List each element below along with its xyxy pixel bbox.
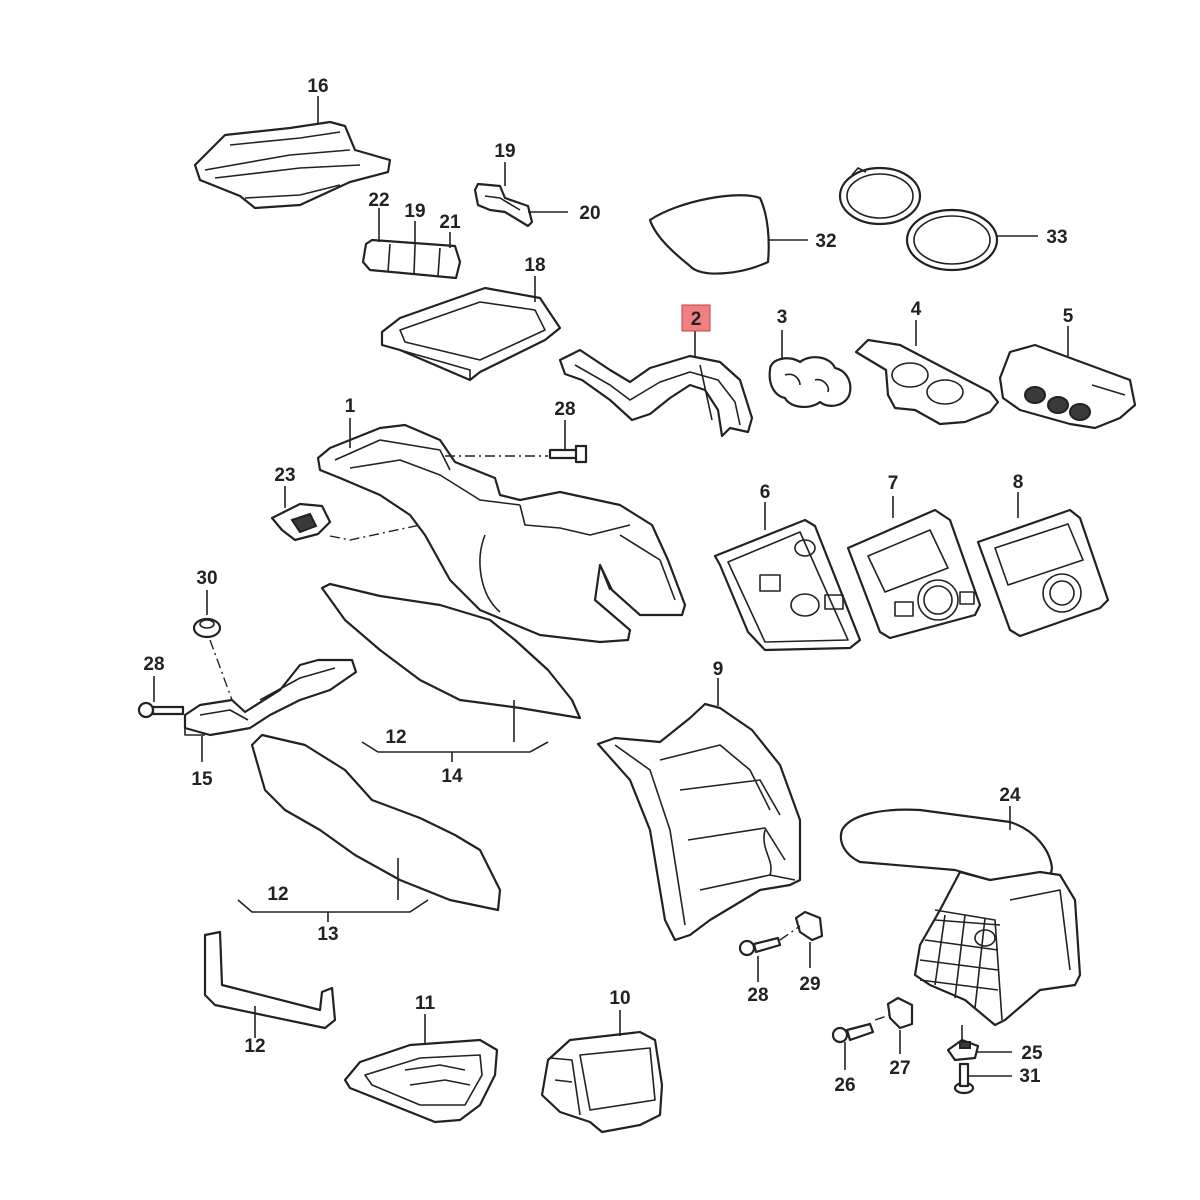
callout-30[interactable]: 30: [196, 568, 217, 589]
part-22-21-button-strip[interactable]: [361, 238, 462, 280]
callout-29[interactable]: 29: [799, 974, 820, 995]
callout-22[interactable]: 22: [368, 190, 389, 211]
callout-3[interactable]: 3: [777, 307, 788, 328]
callout-24[interactable]: 24: [999, 785, 1021, 806]
callout-2[interactable]: 2: [691, 309, 702, 330]
part-12-trim-bracket[interactable]: [203, 930, 337, 1030]
part-20-clip[interactable]: [473, 182, 534, 228]
callout-19b[interactable]: 19: [404, 201, 425, 222]
part-7-trim-panel[interactable]: [846, 508, 982, 640]
callout-12c[interactable]: 12: [244, 1036, 265, 1057]
part-8-trim-panel[interactable]: [976, 508, 1110, 638]
callout-18[interactable]: 18: [524, 255, 545, 276]
callout-10[interactable]: 10: [609, 988, 630, 1009]
callout-23[interactable]: 23: [274, 465, 295, 486]
part-1-center-console[interactable]: [316, 423, 687, 644]
callout-20[interactable]: 20: [579, 203, 600, 224]
callout-15[interactable]: 15: [191, 769, 213, 790]
part-28-bolt-lower[interactable]: [738, 936, 782, 957]
part-33-cup-mat[interactable]: [838, 166, 999, 272]
callout-1[interactable]: 1: [345, 396, 356, 417]
part-2-trim-strip[interactable]: [558, 348, 754, 438]
part-15-bracket[interactable]: [183, 658, 358, 737]
callout-16[interactable]: 16: [307, 76, 328, 97]
part-10-storage-box[interactable]: [540, 1030, 664, 1134]
part-13-side-panel[interactable]: [250, 733, 502, 912]
callout-7[interactable]: 7: [888, 473, 899, 494]
callout-5[interactable]: 5: [1063, 306, 1074, 327]
part-16-tray-insert[interactable]: [193, 120, 392, 210]
part-26-bolt[interactable]: [831, 1022, 875, 1044]
part-29-clip[interactable]: [794, 910, 824, 942]
part-27-clip[interactable]: [886, 996, 914, 1030]
part-31-bolt[interactable]: [953, 1062, 975, 1095]
part-30-nut[interactable]: [192, 617, 222, 639]
callout-11[interactable]: 11: [415, 993, 436, 1014]
callout-12a[interactable]: 12: [385, 727, 406, 748]
callout-2-highlight: [681, 304, 711, 332]
callout-33[interactable]: 33: [1046, 227, 1067, 248]
part-23-clip[interactable]: [270, 502, 332, 542]
part-25-nut-plate[interactable]: [946, 1038, 980, 1062]
callout-32[interactable]: 32: [815, 231, 836, 252]
part-28-bolt-top[interactable]: [548, 444, 588, 464]
part-3-cupholder-insert[interactable]: [768, 356, 852, 408]
part-5-cup-module[interactable]: [998, 343, 1137, 430]
callout-6[interactable]: 6: [760, 482, 771, 503]
callout-26[interactable]: 26: [834, 1075, 855, 1096]
callout-28b[interactable]: 28: [143, 654, 164, 675]
callout-14[interactable]: 14: [441, 766, 463, 787]
part-6-switch-panel-frame[interactable]: [713, 518, 862, 652]
part-24-armrest[interactable]: [839, 808, 1082, 1027]
callout-13[interactable]: 13: [317, 924, 338, 945]
part-4-cupholder[interactable]: [854, 338, 1000, 426]
part-32-mat[interactable]: [648, 194, 770, 275]
callout-25[interactable]: 25: [1021, 1043, 1043, 1064]
part-18-tray-lid[interactable]: [380, 286, 562, 382]
callout-12b[interactable]: 12: [267, 884, 288, 905]
callout-19a[interactable]: 19: [494, 141, 515, 162]
callout-4[interactable]: 4: [911, 299, 922, 320]
callout-31[interactable]: 31: [1019, 1066, 1041, 1087]
callout-8[interactable]: 8: [1013, 472, 1024, 493]
callout-21[interactable]: 21: [439, 212, 461, 233]
part-11-tray[interactable]: [343, 1038, 499, 1124]
part-14-side-panel[interactable]: [320, 582, 582, 720]
part-28-bolt-left[interactable]: [137, 701, 185, 719]
callout-28a[interactable]: 28: [554, 399, 575, 420]
part-9-rear-panel[interactable]: [596, 702, 802, 942]
callout-9[interactable]: 9: [713, 659, 724, 680]
callout-27[interactable]: 27: [889, 1058, 910, 1079]
callout-28c[interactable]: 28: [747, 985, 768, 1006]
